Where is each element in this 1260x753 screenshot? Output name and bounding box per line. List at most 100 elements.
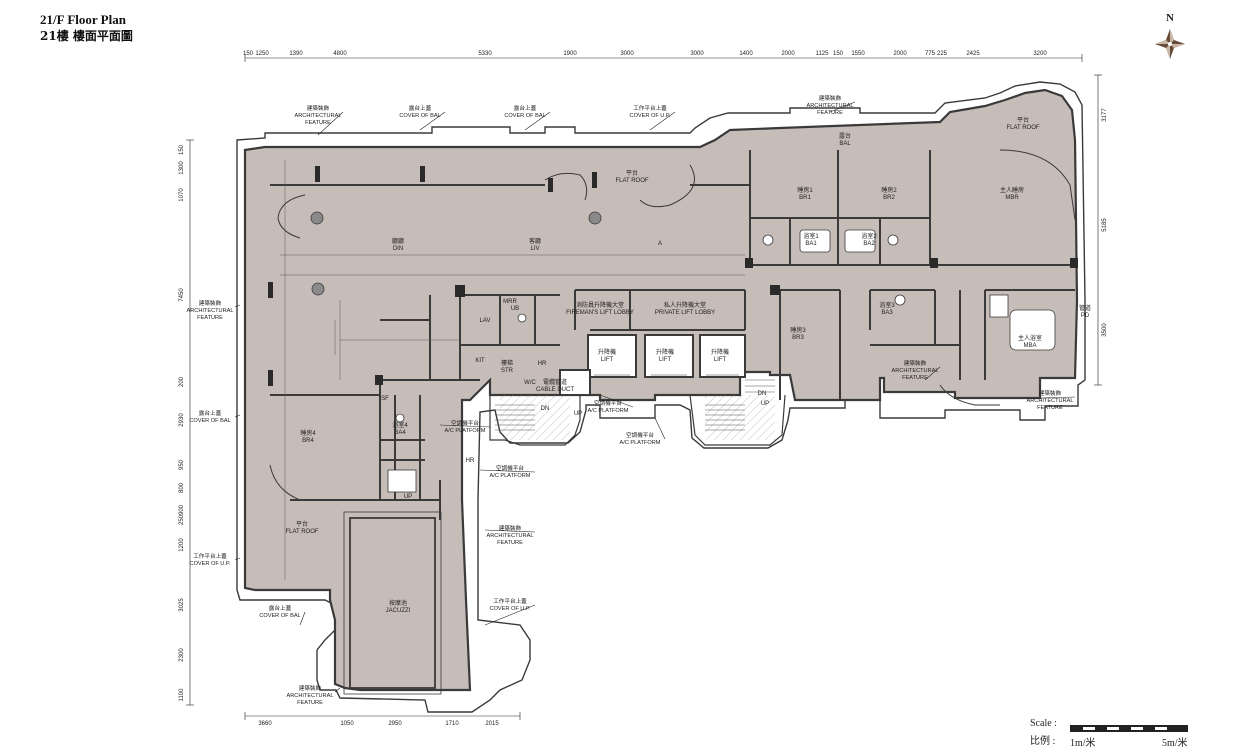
- room-label-en: BR1: [799, 195, 811, 201]
- callout-label-en: COVER OF BAL: [399, 113, 440, 119]
- compass-rose-icon: [1155, 29, 1185, 59]
- small-label: UB: [511, 306, 519, 312]
- room-label-en: JACUZZI: [386, 608, 411, 614]
- scale-max-label: 5m/米: [1162, 738, 1188, 749]
- small-label: UP: [761, 401, 769, 407]
- dimension-bottom-label: 1710: [445, 721, 459, 727]
- room-label-zh: 消防員升降機大堂: [576, 301, 624, 309]
- room-label-en: PD: [1081, 313, 1090, 319]
- dimension-top-label: 2425: [966, 51, 980, 57]
- callout-label-zh: 工作平台上蓋: [633, 104, 667, 112]
- dimension-left-label: 900: [179, 504, 185, 515]
- curved-bays: [269, 149, 1076, 501]
- room-label-zh: 升降機: [711, 348, 729, 356]
- dimension-right-label: 5185: [1102, 218, 1108, 232]
- callout-leader: [654, 417, 666, 440]
- callout-label-zh: 空調機平台: [496, 464, 524, 472]
- balcony-curve-2: [689, 394, 786, 446]
- scale-label: Scale :: [1030, 718, 1057, 729]
- dimension-top-label: 1125: [816, 51, 830, 57]
- callout-label-zh: 露台上蓋: [269, 604, 292, 612]
- dimension-bottom-label: 2950: [388, 721, 402, 727]
- dimension-top-label: 5330: [478, 51, 492, 57]
- room-label-zh: 升降機: [598, 348, 616, 356]
- small-label: HR: [466, 458, 475, 464]
- callout-label-zh: 工作平台上蓋: [193, 552, 227, 560]
- small-label: SF: [381, 396, 389, 402]
- room-label-en: CABLE DUCT: [536, 387, 574, 393]
- callout-label-zh: 露台上蓋: [409, 104, 432, 112]
- callout-label-en: A/C PLATFORM: [445, 428, 486, 434]
- callout-label-zh: 建築裝飾: [299, 684, 322, 692]
- dimension-left-label: 7450: [179, 288, 185, 302]
- callout-label-en: COVER OF U.P.: [490, 606, 531, 612]
- dimension-bottom-label: 2015: [485, 721, 499, 727]
- room-label-en: BR3: [792, 335, 804, 341]
- room-label-en: BA3: [881, 310, 893, 316]
- dimension-right-label: 3177: [1102, 108, 1108, 122]
- dimension-left-label: 150: [179, 144, 185, 155]
- room-label-zh: 露台: [839, 132, 851, 140]
- dimension-left-label: 800: [179, 482, 185, 493]
- callout-leader: [599, 394, 634, 408]
- scale-bar: [1070, 725, 1188, 732]
- callout-leader: [479, 469, 536, 473]
- callout-label-en: A/C PLATFORM: [620, 440, 661, 446]
- callout-label-zh: 建築裝飾: [307, 104, 330, 112]
- interior-walls: [270, 150, 1075, 520]
- room-label-en: BR4: [302, 438, 314, 444]
- room-label-zh: 升降機: [656, 348, 674, 356]
- dimension-top-label: 225: [937, 51, 948, 57]
- dimension-bottom-label: 3660: [258, 721, 272, 727]
- dimension-top-label: 1550: [851, 51, 865, 57]
- dimension-top-label: 3000: [690, 51, 704, 57]
- room-label-zh: 管道: [1079, 304, 1091, 312]
- callout-label-zh: 工作平台上蓋: [493, 597, 527, 605]
- room-label-zh: 浴室4: [392, 421, 408, 429]
- callout-leader: [524, 111, 551, 131]
- callout-leader: [234, 414, 241, 418]
- room-label-en: LIFT: [714, 357, 727, 363]
- small-label: DN: [758, 391, 767, 397]
- columns: [268, 166, 1078, 386]
- room-label-zh: 廳廳: [392, 237, 404, 245]
- dimension-top-label: 4800: [333, 51, 347, 57]
- callout-label-en: COVER OF U.P.: [190, 561, 231, 567]
- room-label-en: PRIVATE LIFT LOBBY: [655, 310, 715, 316]
- dimension-left-label: 1100: [179, 688, 185, 702]
- callout-leader: [317, 111, 344, 136]
- dimension-top-label: 3200: [1033, 51, 1047, 57]
- dimensions-left: 1501300107074502002930950800900250120030…: [179, 144, 185, 701]
- dimension-left-label: 1300: [179, 161, 185, 175]
- dimensions-bottom: 3660 1050 2950 1710 2015: [258, 721, 499, 727]
- callout-label-zh: 建築裝飾: [1039, 389, 1062, 397]
- callout-leader: [234, 557, 241, 561]
- scale-min-label: 1m/米: [1070, 738, 1096, 749]
- plan-title-en: 21/F Floor Plan: [40, 12, 126, 27]
- room-label-zh: 浴室2: [861, 232, 877, 240]
- balcony-curve-1: [489, 395, 581, 446]
- room-label-zh: 睡房1: [797, 186, 813, 194]
- callout-label-zh: 露台上蓋: [199, 409, 222, 417]
- room-label-en: FIREMAN'S LIFT LOBBY: [566, 310, 634, 316]
- callout-leader: [924, 366, 941, 381]
- callout-leader: [649, 111, 676, 131]
- north-compass: N: [1150, 12, 1190, 64]
- room-label-en: LIFT: [601, 357, 614, 363]
- callout-label-zh: 建築裝飾: [199, 299, 222, 307]
- callout-label-zh: 空調機平台: [626, 431, 654, 439]
- callout-label-zh: 建築裝飾: [904, 359, 927, 367]
- room-label-en: BA2: [863, 241, 875, 247]
- callout-label-en: A/C PLATFORM: [490, 473, 531, 479]
- callout-leader: [334, 687, 341, 693]
- dimension-top-label: 2000: [781, 51, 795, 57]
- callout-leader: [484, 529, 536, 533]
- dimension-bottom-label: 1050: [340, 721, 354, 727]
- dimension-top-label: 150: [833, 51, 844, 57]
- room-label-en: FLAT ROOF: [285, 529, 318, 535]
